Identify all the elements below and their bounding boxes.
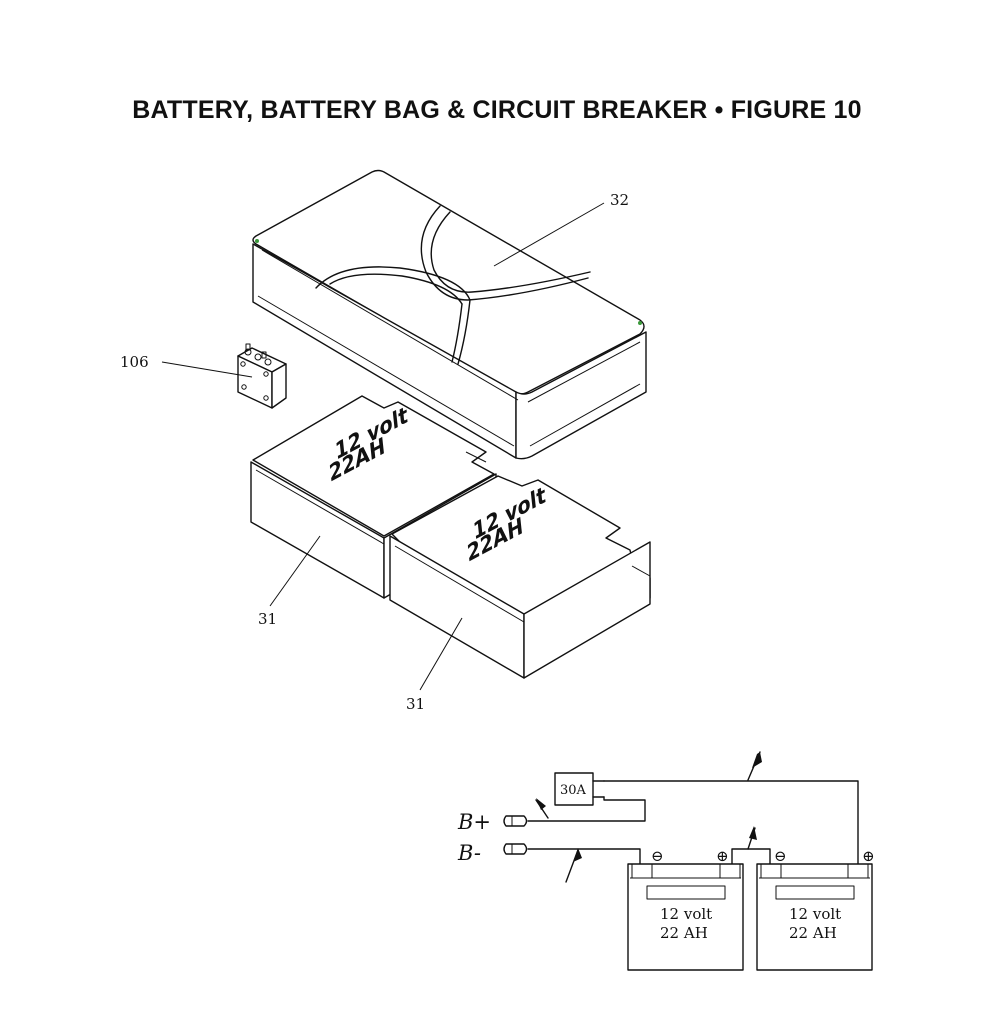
- battery-bag: [252, 169, 647, 460]
- schematic-battery-right: ⊖ ⊕ 12 volt 22 AH: [756, 847, 875, 971]
- schematic-left-plus: ⊕: [716, 847, 729, 865]
- schematic-battery-left: ⊖ ⊕ 12 volt 22 AH: [627, 847, 744, 971]
- circuit-breaker: [237, 343, 287, 409]
- schematic-right-plus: ⊕: [862, 847, 875, 865]
- schematic-breaker-box: [554, 772, 594, 806]
- callout-31-right: 31: [406, 695, 425, 713]
- callout-31-left: 31: [258, 610, 277, 628]
- battery-right: 12 volt 22AH: [389, 475, 651, 679]
- schematic-right-label-1: 12 volt: [789, 905, 841, 923]
- figure-title: BATTERY, BATTERY BAG & CIRCUIT BREAKER •…: [132, 96, 862, 124]
- callout-32: 32: [610, 191, 629, 209]
- callout-leaders: [161, 202, 605, 691]
- schematic-right-minus: ⊖: [774, 847, 787, 865]
- callout-106: 106: [120, 353, 149, 371]
- schematic-left-minus: ⊖: [651, 847, 664, 865]
- wiring-schematic: 30A B+ B-: [457, 751, 875, 971]
- schematic-right-label-2: 22 AH: [789, 924, 837, 942]
- schematic-left-label-2: 22 AH: [660, 924, 708, 942]
- schematic-breaker-label: 30A: [560, 783, 587, 798]
- schematic-left-label-1: 12 volt: [660, 905, 712, 923]
- terminal-label-positive: B+: [457, 810, 491, 834]
- terminal-label-negative: B-: [457, 841, 481, 865]
